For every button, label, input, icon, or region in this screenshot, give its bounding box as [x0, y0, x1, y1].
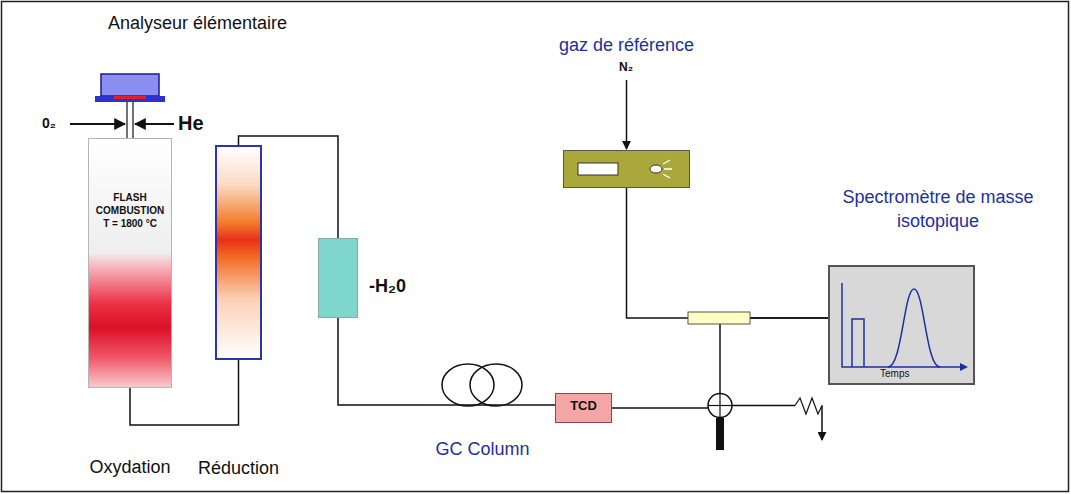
- pipe-connector: [338, 318, 430, 405]
- lamp-symbol: [650, 165, 662, 173]
- detector-label: TCD: [556, 394, 611, 417]
- reduction-tube: Réduction: [215, 145, 262, 360]
- injector-wall: [126, 102, 127, 138]
- gc-column-coil-drawing: [430, 362, 535, 412]
- spectrometer-heading: Spectromètre de masse isotopique: [822, 185, 1054, 233]
- sample-peak: [888, 289, 940, 367]
- pipe-connector: [627, 188, 829, 318]
- gas-label: 0₂: [42, 115, 56, 132]
- sample-plate: [95, 96, 165, 102]
- gas-label: He: [178, 111, 204, 135]
- vent-line: [732, 405, 795, 407]
- reference-peak: [852, 319, 864, 367]
- pipe-connector: [535, 404, 555, 406]
- tube-caption: Oxydation: [89, 456, 170, 478]
- open-split: [688, 312, 750, 324]
- axis-arrow: [960, 363, 968, 371]
- gas-label: N₂: [619, 60, 633, 75]
- combustion-tube: FLASH COMBUSTION T = 1800 °COxydation: [88, 138, 172, 388]
- water-trap: -H₂0: [318, 238, 358, 318]
- injector-wall: [132, 102, 133, 138]
- reference-window: [578, 163, 618, 175]
- section-heading: Analyseur élémentaire: [108, 12, 287, 34]
- column-line: [430, 404, 535, 406]
- vent-arrow: [821, 406, 823, 441]
- tube-label: FLASH COMBUSTION T = 1800 °C: [89, 191, 171, 230]
- lamp-rays: [663, 160, 672, 178]
- detector-box: TCD: [555, 393, 612, 423]
- helium-inlet-arrow: [135, 123, 174, 125]
- tube-caption: Réduction: [198, 457, 279, 479]
- valve: [708, 394, 732, 418]
- column-loop: [442, 364, 494, 406]
- plot-axes: [842, 283, 960, 367]
- vent-restrictor: [795, 398, 822, 414]
- reference-gas-box: gaz de référence: [563, 150, 690, 188]
- trap-label: -H₂0: [369, 275, 406, 297]
- column-label: GC Column: [435, 438, 529, 460]
- sample: [114, 96, 146, 99]
- valve-cross: [719, 394, 720, 418]
- column-loop: [470, 364, 522, 406]
- mass-spectrometer: Spectromètre de masse isotopiqueTemps: [828, 265, 975, 385]
- oxygen-inlet-arrow: [70, 123, 125, 125]
- valve-handle: [716, 418, 724, 450]
- reference-gas-inlet-arrow: [626, 80, 628, 149]
- reference-gas-box-drawing: [564, 151, 691, 189]
- sample-holder: [101, 74, 159, 96]
- gc-column-coil: GC Column: [430, 362, 535, 412]
- axis-label: Temps: [880, 368, 909, 380]
- reference-gas-heading: gaz de référence: [559, 34, 694, 56]
